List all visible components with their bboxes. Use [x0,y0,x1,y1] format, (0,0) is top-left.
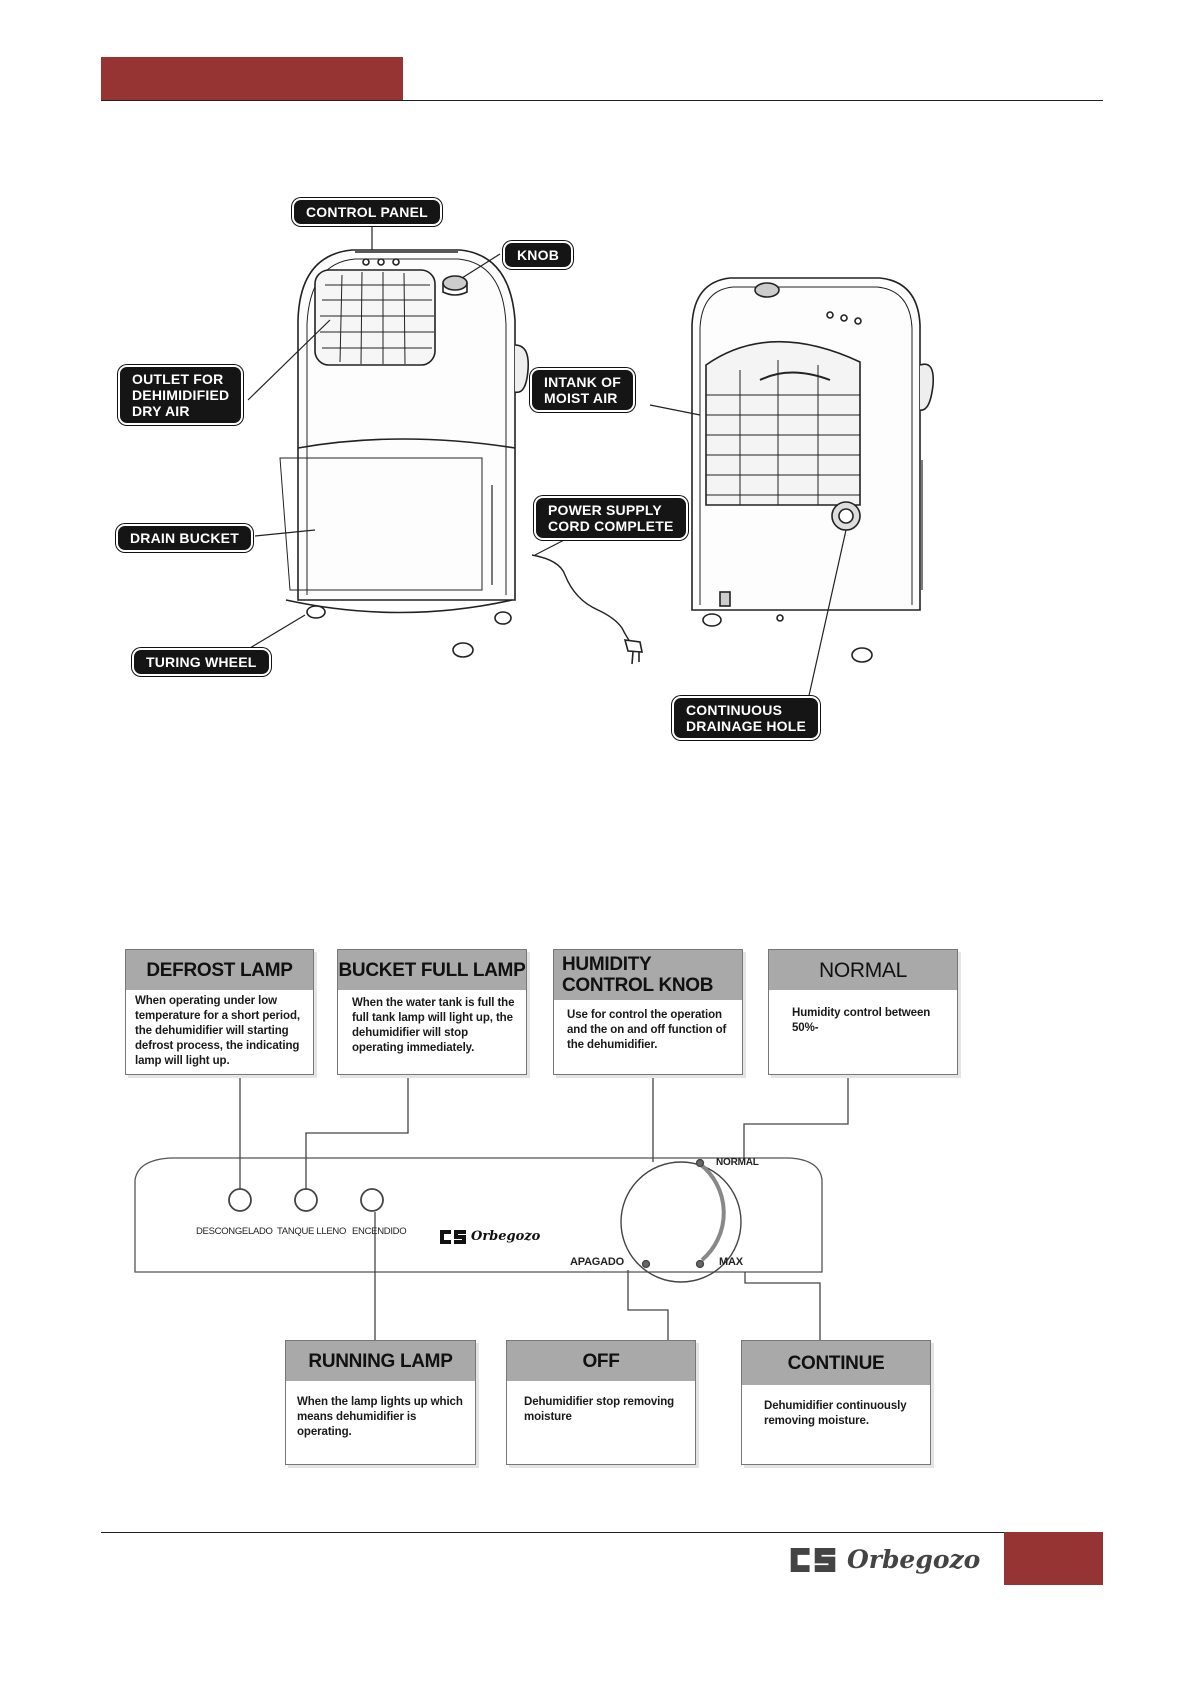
box-normal: NORMAL Humidity control between 50%- [768,949,958,1075]
callout-turing-wheel: TURING WHEEL [134,650,269,674]
callout-outlet: OUTLET FOR DEHIMIDIFIED DRY AIR [120,367,242,423]
box-humidity-control-knob-text: Use for control the operation and the on… [567,1009,727,1051]
box-off-text: Dehumidifier stop removing moisture [524,1396,675,1423]
box-running-lamp: RUNNING LAMP When the lamp lights up whi… [285,1340,476,1465]
header-accent-bar [101,57,403,100]
dial-label-apagado: APAGADO [570,1256,625,1268]
lamp-label-encendido: ENCENDIDO [352,1226,407,1237]
panel-brand-logo: Orbegozo [440,1229,540,1244]
control-panel-outline [134,1157,823,1273]
header-rule [101,100,1103,101]
defrost-lamp-shape [228,1188,252,1212]
box-continue-text: Dehumidifier continuously removing moist… [764,1400,907,1427]
box-normal-title: NORMAL [769,950,957,990]
box-continue: CONTINUE Dehumidifier continuously remov… [741,1340,931,1465]
box-continue-title: CONTINUE [742,1341,930,1385]
box-running-lamp-text: When the lamp lights up which means dehu… [297,1396,463,1438]
footer-accent-block [1004,1532,1103,1585]
box-defrost-lamp-text: When operating under low temperature for… [135,995,300,1067]
box-defrost-lamp-title: DEFROST LAMP [126,950,313,990]
callout-power-supply: POWER SUPPLY CORD COMPLETE [536,498,686,538]
footer-brand-logo: Orbegozo [789,1545,980,1574]
callout-intank: INTANK OF MOIST AIR [532,370,633,410]
box-off-title: OFF [507,1341,695,1381]
box-running-lamp-title: RUNNING LAMP [286,1341,475,1381]
orbegozo-footer-logo-icon [790,1547,836,1572]
callout-drain-bucket: DRAIN BUCKET [118,526,251,550]
callout-knob: KNOB [505,243,572,267]
lamp-label-descongelado: DESCONGELADO [196,1226,273,1237]
footer-rule [101,1532,1103,1533]
footer-brand-name: Orbegozo [847,1545,981,1574]
front-knob-shape [442,275,468,291]
box-bucket-full-lamp: BUCKET FULL LAMP When the water tank is … [337,949,527,1075]
callout-control-panel: CONTROL PANEL [294,200,440,224]
panel-brand-name: Orbegozo [471,1229,541,1244]
control-panel-diagram [134,1072,849,1340]
dehumidifier-illustration [247,220,935,701]
orbegozo-logo-icon [440,1229,466,1244]
lamp-label-tanque-lleno: TANQUE LLENO [277,1226,347,1237]
dial-label-max: MAX [719,1256,743,1268]
box-defrost-lamp: DEFROST LAMP When operating under low te… [125,949,314,1075]
box-off: OFF Dehumidifier stop removing moisture [506,1340,696,1465]
bucket-full-lamp-shape [294,1188,318,1212]
running-lamp-shape [360,1188,384,1212]
box-humidity-control-knob: HUMIDITY CONTROL KNOB Use for control th… [553,949,743,1075]
dial-label-normal: NORMAL [716,1157,759,1168]
box-bucket-full-lamp-text: When the water tank is full the full tan… [352,997,515,1054]
callout-continuous-drainage: CONTINUOUS DRAINAGE HOLE [674,698,819,738]
humidity-dial-shape [620,1161,742,1283]
box-humidity-control-knob-title: HUMIDITY CONTROL KNOB [554,950,742,1000]
box-bucket-full-lamp-title: BUCKET FULL LAMP [338,950,526,990]
back-knob-shape [754,282,780,298]
box-normal-text: Humidity control between 50%- [792,1007,931,1034]
